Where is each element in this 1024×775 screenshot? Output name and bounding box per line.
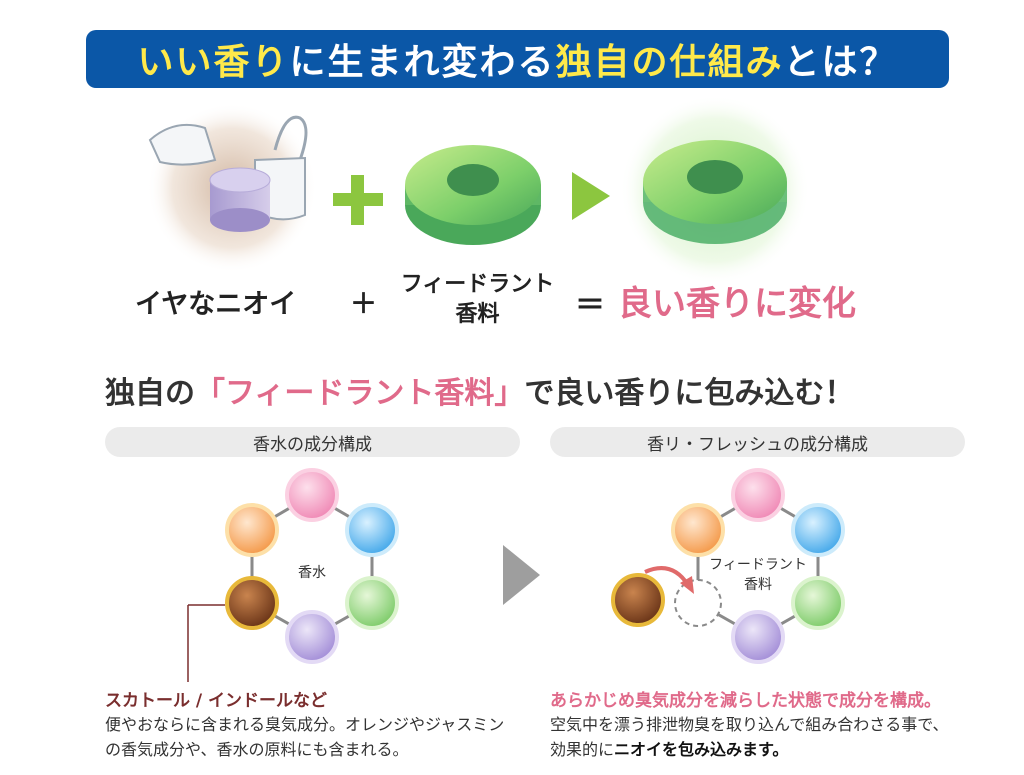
subheading: 独自の「フィードラント香料」で良い香りに包み込む！ bbox=[105, 368, 854, 412]
title-part3: 独自の仕組み bbox=[555, 42, 784, 83]
arrow-gray-icon bbox=[503, 545, 540, 605]
left-caption-line2: の香気成分や、香水の原料にも含まれる。 bbox=[105, 740, 409, 759]
right-panel-pill: 香リ・フレッシュの成分構成 bbox=[550, 427, 965, 457]
molecule-pink bbox=[731, 468, 785, 522]
fragrance-center-line1: フィードラント bbox=[709, 557, 807, 573]
fragrance-center-line2: 香料 bbox=[744, 577, 772, 593]
bad-odor-label: イヤなニオイ bbox=[135, 289, 297, 320]
plus-sign-icon bbox=[333, 175, 383, 225]
equals-symbol: ＝ bbox=[575, 288, 605, 323]
fragrance-label-line1: フィードラント bbox=[400, 272, 555, 297]
result-ring-icon bbox=[620, 95, 810, 285]
right-caption-line2-bold: ニオイを包み込みます。 bbox=[614, 740, 789, 759]
molecule-pink bbox=[285, 468, 339, 522]
subheading-part1: 独自の bbox=[105, 376, 195, 411]
perfume-molecule-diagram bbox=[187, 468, 399, 682]
result-label: 良い香りに変化 bbox=[618, 284, 856, 324]
subheading-part3: で良い香りに包み込む！ bbox=[524, 376, 855, 411]
molecule-brown bbox=[225, 576, 279, 630]
molecule-orange bbox=[225, 503, 279, 557]
right-caption-title: あらかじめ臭気成分を減らした状態で成分を構成。 bbox=[550, 691, 941, 711]
title-part2: に生まれ変わる bbox=[289, 42, 556, 83]
right-caption-line1: 空気中を漂う排泄物臭を取り込んで組み合わさる事で、 bbox=[550, 715, 949, 734]
left-caption-body: 便やおならに含まれる臭気成分。オレンジやジャスミン の香気成分や、香水の原料にも… bbox=[105, 712, 525, 762]
title-part4: とは？ bbox=[783, 42, 898, 83]
fragrance-label-line2: 香料 bbox=[455, 302, 500, 327]
molecule-purple bbox=[285, 610, 339, 664]
molecule-orange bbox=[671, 503, 725, 557]
molecule-green bbox=[791, 576, 845, 630]
right-caption-body: 空気中を漂う排泄物臭を取り込んで組み合わさる事で、 効果的にニオイを包み込みます… bbox=[550, 712, 980, 762]
right-caption-line2-prefix: 効果的に bbox=[550, 740, 615, 759]
left-caption-title: スカトール / インドールなど bbox=[105, 691, 328, 711]
molecule-purple bbox=[731, 610, 785, 664]
molecule-green bbox=[345, 576, 399, 630]
header-banner: いい香り に生まれ変わる 独自の仕組み とは？ bbox=[86, 30, 949, 88]
molecule-brown-detached bbox=[611, 573, 665, 627]
fragrance-center-label: フィードラント 香料 bbox=[703, 555, 813, 595]
molecule-empty-slot bbox=[674, 579, 722, 627]
left-caption-line1: 便やおならに含まれる臭気成分。オレンジやジャスミン bbox=[105, 715, 505, 734]
arrow-right-icon bbox=[572, 172, 610, 220]
fresh-molecule-diagram bbox=[611, 468, 845, 664]
molecule-blue bbox=[345, 503, 399, 557]
right-caption-line2: 効果的にニオイを包み込みます。 bbox=[550, 737, 980, 762]
title-part1: いい香り bbox=[137, 42, 290, 83]
fragrance-ring-icon bbox=[405, 145, 541, 245]
left-panel-pill: 香水の成分構成 bbox=[105, 427, 520, 457]
plus-symbol: ＋ bbox=[350, 289, 377, 320]
odor-source-illustration bbox=[147, 103, 317, 273]
perfume-center-label: 香水 bbox=[298, 565, 326, 581]
molecule-blue bbox=[791, 503, 845, 557]
subheading-part2: 「フィードラント香料」 bbox=[195, 376, 525, 411]
fragrance-label: フィードラント 香料 bbox=[385, 270, 570, 330]
